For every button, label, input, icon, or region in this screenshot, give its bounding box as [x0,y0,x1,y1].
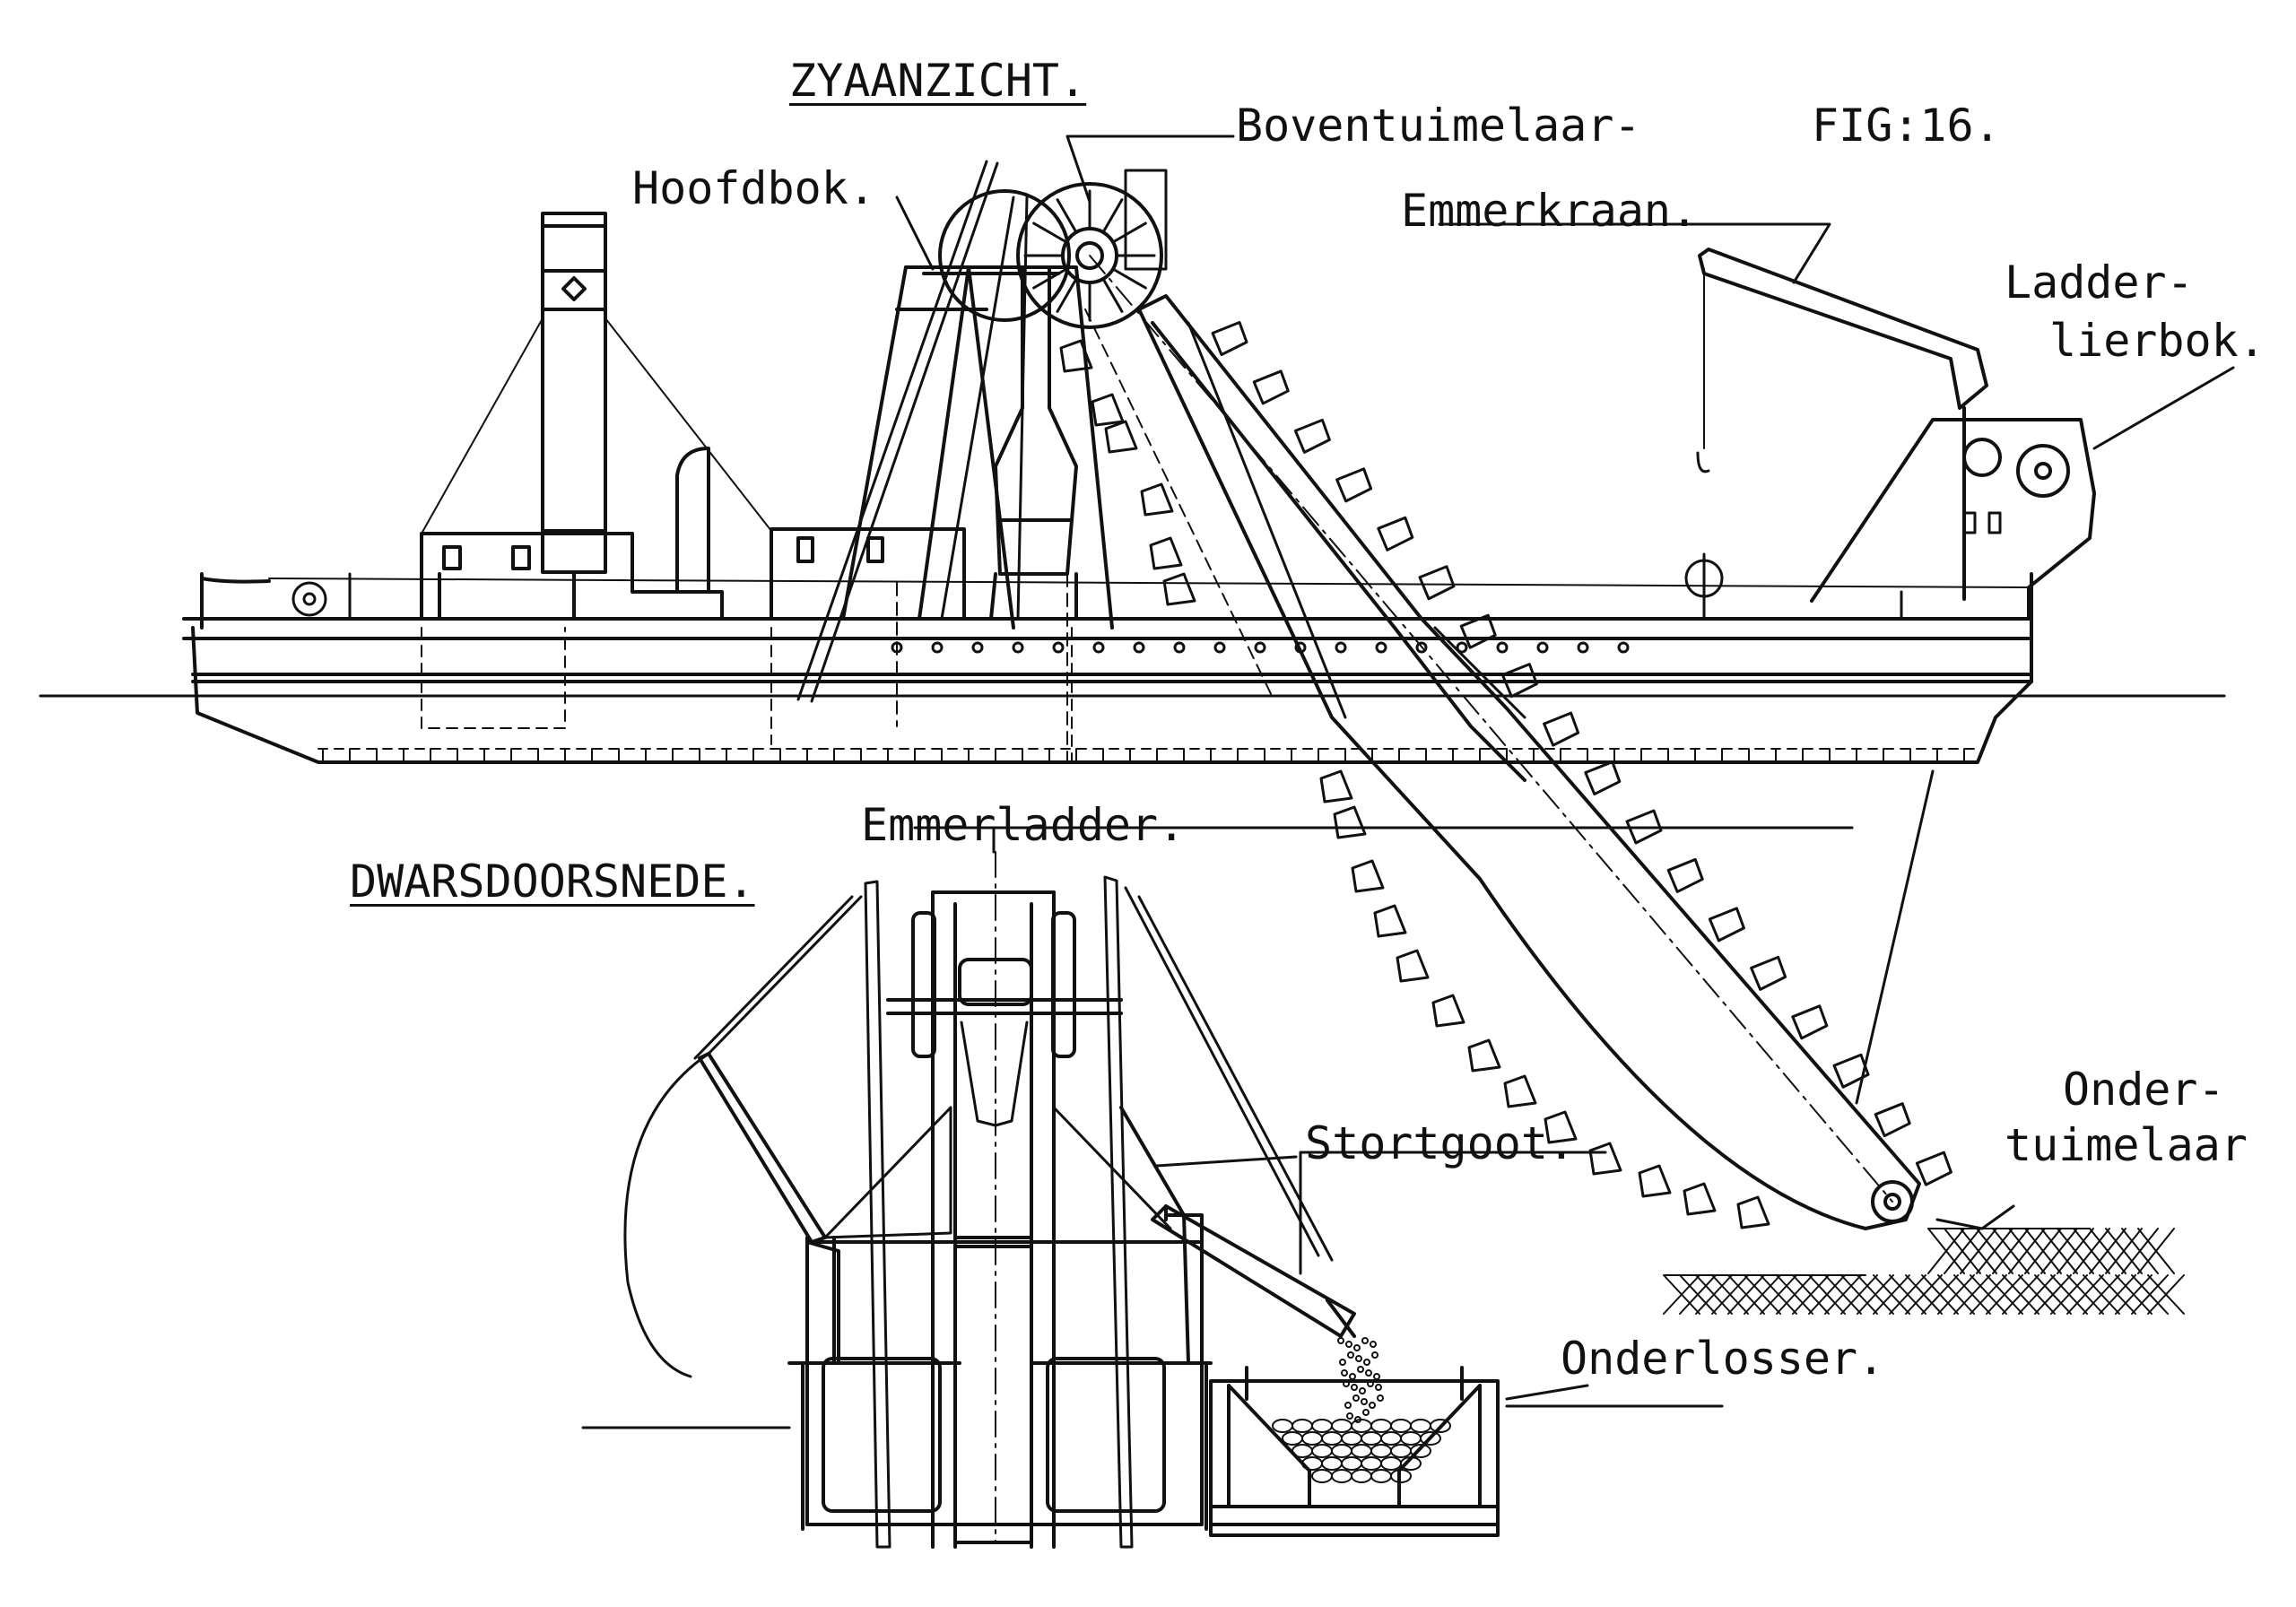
bucket [1750,955,1787,991]
water-lines [39,694,2226,1429]
bucket [1252,369,1290,405]
bucket [1418,565,1456,601]
hopper-barge-onderlosser [1209,1366,1500,1537]
bucket [1544,1110,1578,1144]
discharge-chute-stortgoot [1151,1204,1384,1423]
label-onderlosser: Onderlosser. [1561,1333,1885,1385]
bucket [1319,769,1353,804]
bucket [1874,1102,1911,1138]
bucket [1708,907,1745,942]
porthole [1577,641,1589,654]
figure-number: FIG:16. [1812,100,2001,152]
bucket [1149,536,1183,570]
bucket [1832,1053,1870,1089]
upper-tumbler-boventuimelaar [938,169,1168,329]
porthole [1254,641,1266,654]
label-emmerkraan: Emmerkraan. [1401,185,1699,237]
bucket [1638,1164,1672,1198]
side-view-title: ZYAANZICHT. [789,55,1087,107]
porthole [1536,641,1549,654]
label-stortgoot: Stortgoot. [1305,1117,1576,1169]
label-ondertuimelaar-line1: Onder- [2063,1064,2225,1116]
seabed-hatch [1663,1228,2185,1315]
porthole [1375,641,1387,654]
porthole [931,641,944,654]
bucket [1140,482,1174,517]
bucket [1588,1142,1622,1176]
bucket-crane-emmerkraan [1696,248,1988,601]
deck-winches [291,552,1724,621]
side-view [182,160,2096,1230]
bucket [1467,1038,1501,1073]
bucket [1104,420,1138,454]
porthole [1173,641,1186,654]
porthole [1012,641,1024,654]
buckets-lower-run [1059,339,1770,1229]
label-boventuimelaar: Boventuimelaar- [1236,100,1641,152]
bucket [1503,1074,1537,1108]
cross-section-title: DWARSDOORSNEDE. [350,856,755,908]
bucket [1736,1195,1770,1229]
bucket [1211,321,1248,356]
side-frames [623,886,1334,1531]
label-ladderlierbok-line1: Ladder- [2005,256,2194,308]
porthole [1617,641,1630,654]
funnel [421,212,772,594]
bucket [1333,805,1367,839]
label-ladderlierbok-line2: lierbok. [2049,315,2266,367]
bucket [1091,393,1125,427]
bucket [1543,711,1580,747]
bucket [1335,467,1373,503]
bucket [1377,516,1414,552]
bucket [1683,1182,1717,1216]
bucket [1162,572,1196,606]
bucket [1666,857,1704,893]
main-gantry-hoofdbok [796,160,1114,703]
bucket [1500,663,1538,699]
bucket [1625,809,1663,845]
bucket [1431,994,1465,1028]
lower-tumbler [1871,1180,1914,1223]
porthole [1335,641,1347,654]
deckhouse [420,527,966,621]
hull [182,572,2033,764]
bucket [1396,949,1430,983]
bucket [1584,760,1622,796]
bucket [1915,1151,1952,1186]
hull-portholes [891,641,1630,654]
bucket [1459,613,1497,649]
label-hoofdbok: Hoofdbok. [632,162,875,214]
porthole [1415,641,1428,654]
bucket [1373,904,1407,938]
bucket [1293,418,1331,454]
central-tower [864,851,1134,1549]
label-ondertuimelaar-line2: tuimelaar [2005,1119,2248,1171]
leader-lines [895,135,2235,1401]
label-emmerladder: Emmerladder. [861,799,1186,851]
porthole [1133,641,1145,654]
buckets-upper-run [1211,321,1952,1186]
deck-rail [268,572,2028,621]
construction-lines [896,573,1068,763]
hull-frame-ticks [322,748,1965,763]
bucket [1791,1004,1829,1040]
bucket-ladder-emmerladder [1059,255,1952,1230]
bucket [1351,859,1385,893]
porthole [971,641,984,654]
cross-section [623,851,1500,1549]
porthole [1496,641,1509,654]
porthole [1213,641,1226,654]
porthole [1092,641,1105,654]
bucket [1059,339,1093,373]
porthole [1052,641,1065,654]
porthole [1456,641,1468,654]
